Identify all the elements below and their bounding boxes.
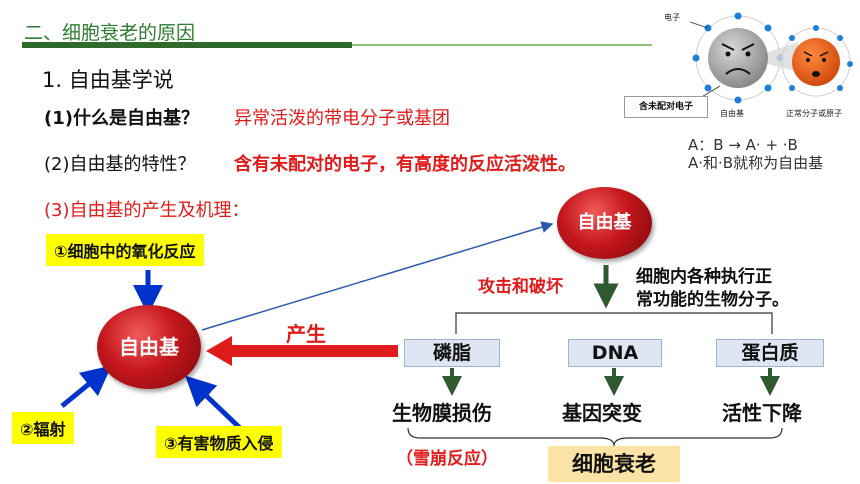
question-1: (1)什么是自由基？ [44,108,199,129]
biomolecules-line-1: 细胞内各种执行正 [636,267,772,287]
radical-mouth [725,68,751,75]
source-harmful-substances: ③有害物质入侵 [156,426,282,458]
outcome-activity-decline: 活性下降 [722,401,802,425]
radical-brow-right [741,43,755,51]
target-dna: DNA [568,339,662,367]
normal-eye-left [806,58,810,62]
normal-brow-left [803,51,813,57]
source-radiation: ②辐射 [12,412,74,444]
label-free-radical: 自由基 [720,109,744,118]
heading: 1. 自由基学说 [42,68,174,92]
free-radical-illustration: 电子 含未配对电子 自由基 正常分子或原子 A：B → A· + ·B A·和·… [620,2,860,174]
bracket-top [455,312,773,334]
normal-mouth [812,71,820,77]
radical-brow-left [721,43,735,51]
free-radical-top: 自由基 [557,187,652,259]
label-electron: 电子 [664,13,680,22]
question-3: (3)自由基的产生及机理： [44,200,250,221]
radical-electrons [692,12,784,104]
arrow-harmful [185,375,242,430]
outcome-gene-mutation: 基因突变 [562,401,642,425]
question-2: (2)自由基的特性？ [44,154,196,175]
radical-eye-left [725,51,731,57]
radical-eye-right [745,51,751,57]
avalanche-reaction: （雪崩反应） [396,449,498,469]
radical-atoms-drawing [689,12,853,104]
cell-aging: 细胞衰老 [548,446,680,482]
attack-label: 攻击和破坏 [478,277,563,297]
outcome-membrane-damage: 生物膜损伤 [392,401,492,425]
title-underline [22,42,352,48]
radical-atom [708,28,768,88]
normal-atom [792,38,840,86]
answer-1: 异常活泼的带电分子或基团 [234,108,450,129]
electron-pointer [689,21,709,29]
produce-label: 产生 [286,322,326,346]
arrow-radiation [60,365,112,408]
section-title: 二、细胞衰老的原因 [24,22,196,44]
source-oxidation: ①细胞中的氧化反应 [46,234,204,266]
label-normal-molecule: 正常分子或原子 [786,109,842,118]
normal-eye-right [822,58,826,62]
target-phospholipid: 磷脂 [404,339,500,367]
title-underline-light [352,44,652,46]
label-unpaired-electron: 含未配对电子 [624,96,708,118]
arrow-to-top-radical [201,221,554,331]
produce-arrow-head [206,336,232,366]
biomolecules-line-2: 常功能的生物分子。 [636,290,789,310]
free-radical-main: 自由基 [97,305,201,389]
equation: A：B → A· + ·B [688,136,798,154]
produce-arrow-shaft [228,345,398,357]
normal-electrons [789,25,853,91]
target-protein: 蛋白质 [716,339,824,367]
normal-brow-right [819,51,829,57]
equation-note: A·和·B就称为自由基 [688,154,824,172]
answer-2: 含有未配对的电子，有高度的反应活泼性。 [234,154,576,175]
attack-beam [768,42,798,72]
